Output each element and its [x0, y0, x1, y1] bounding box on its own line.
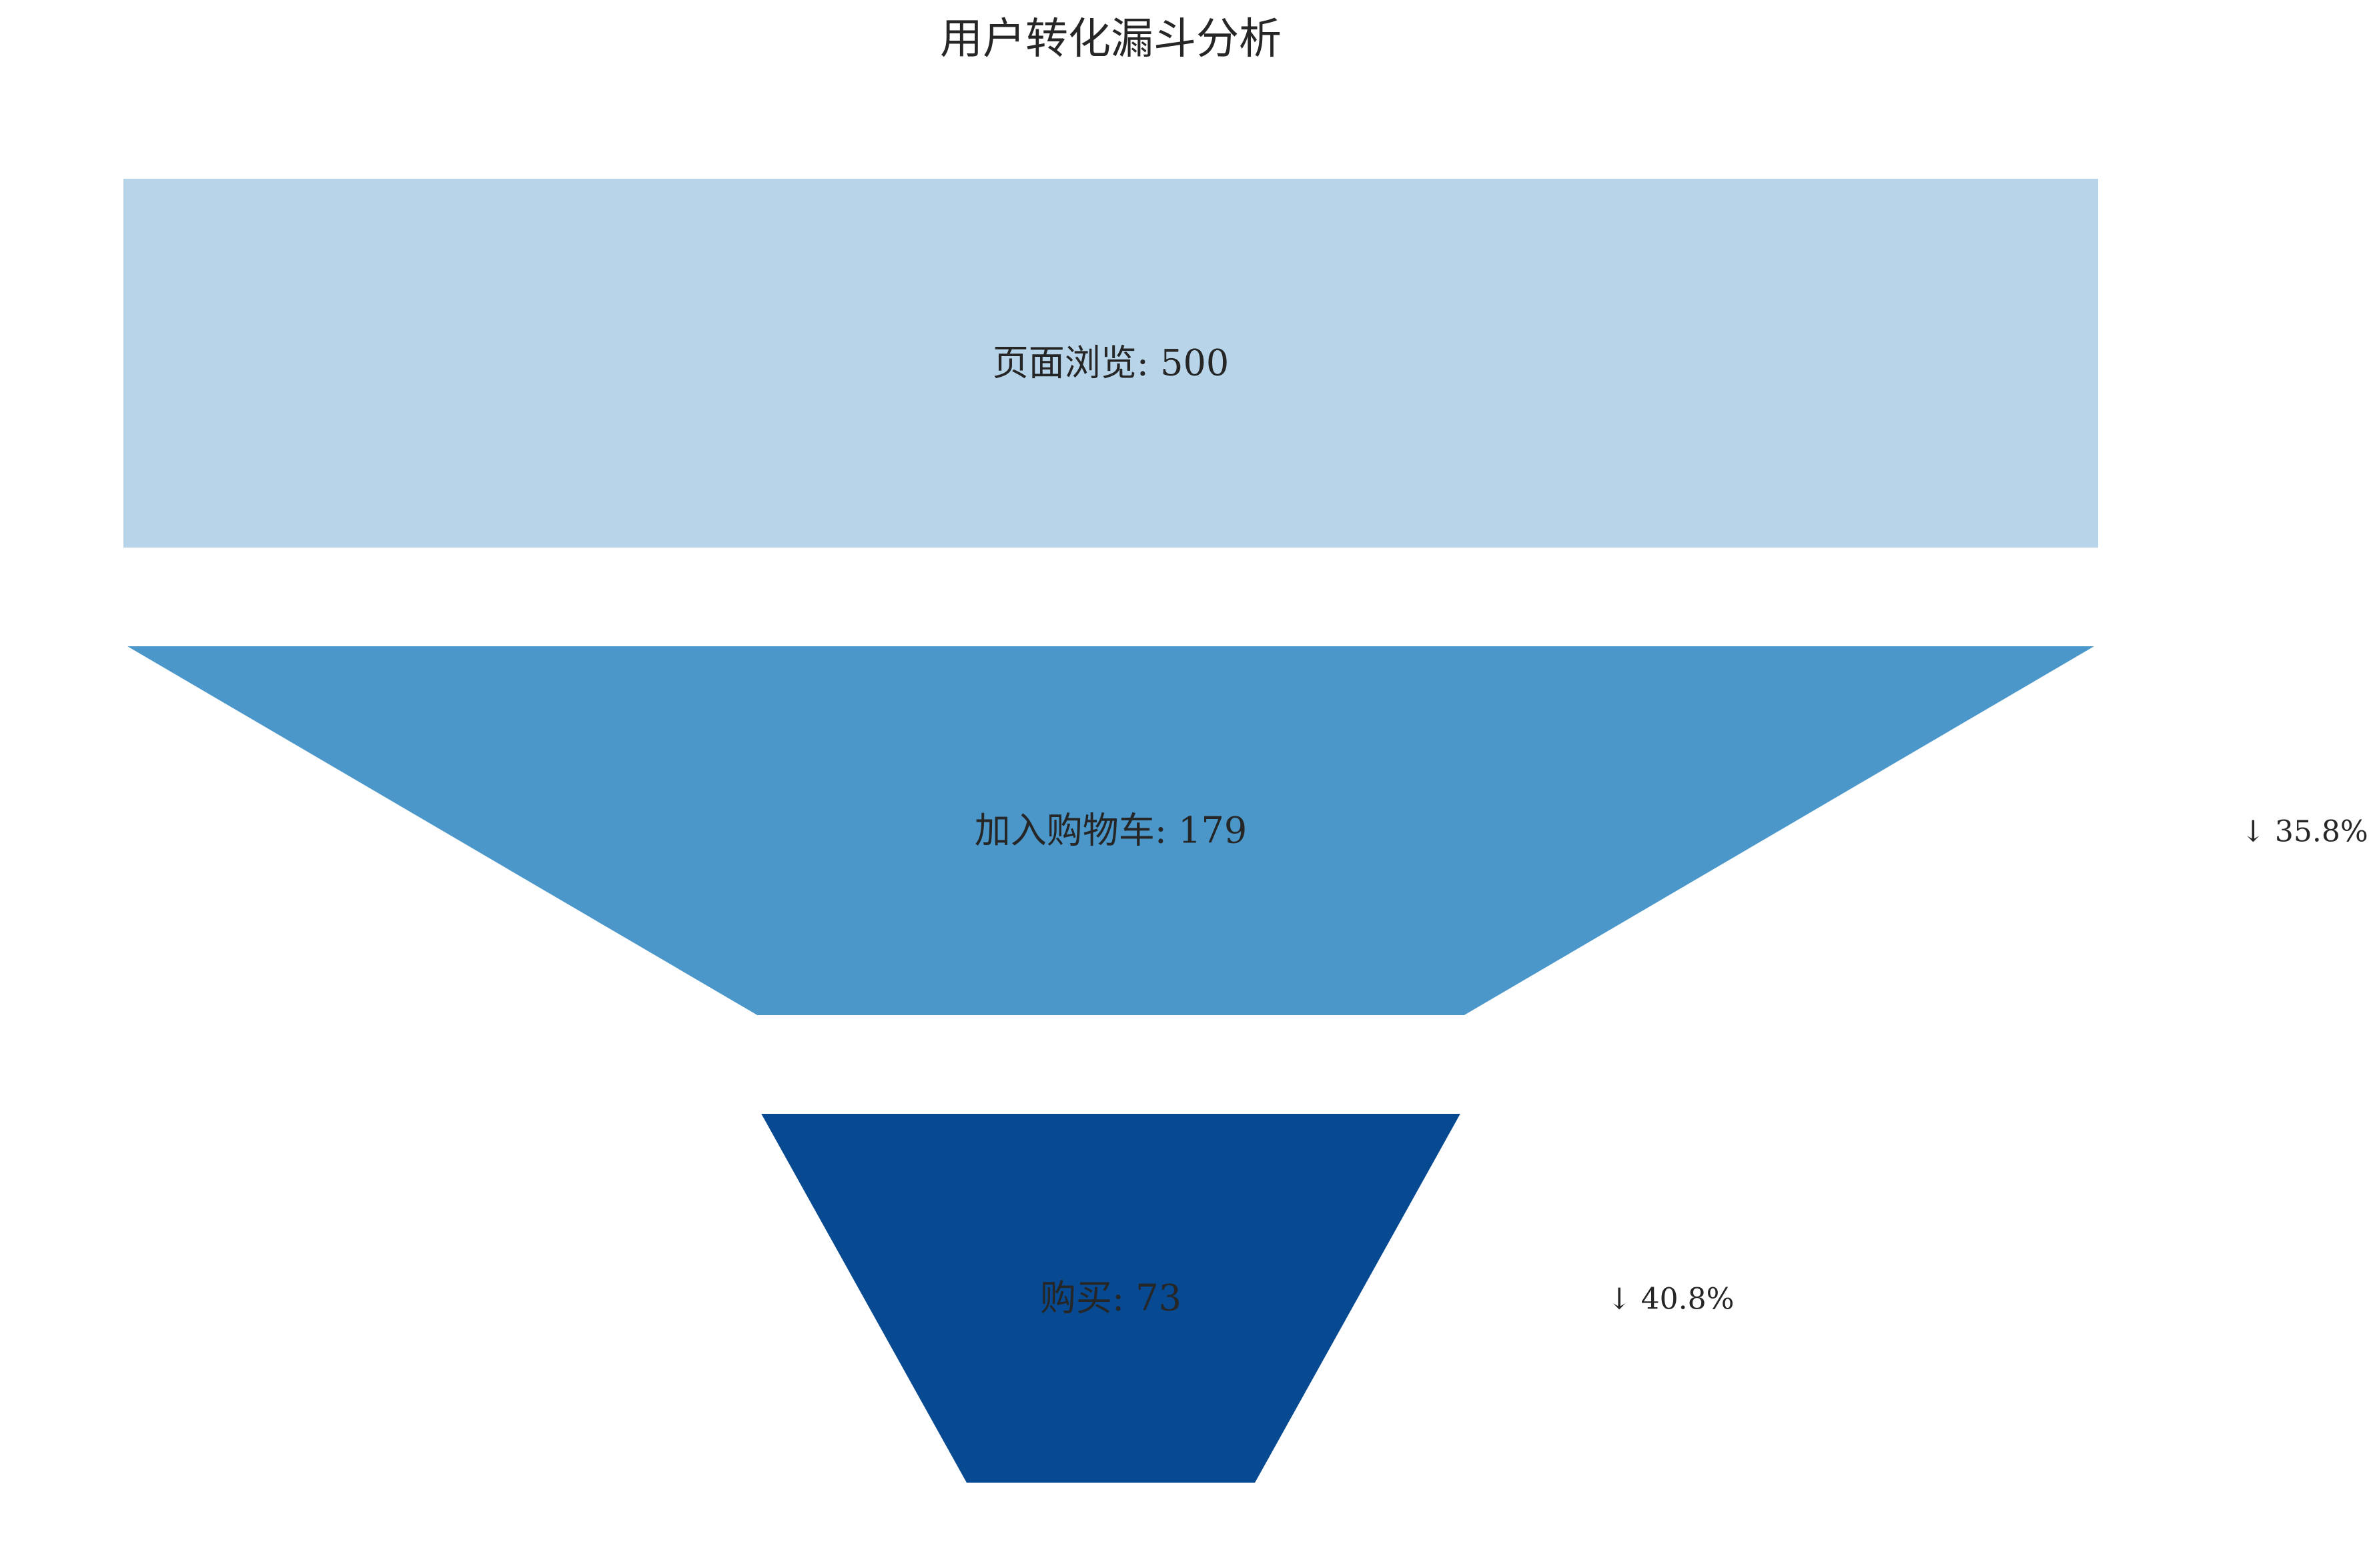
funnel-stage-1 [123, 179, 2098, 548]
funnel-stage-label-3: 购买: 73 [1040, 1277, 1181, 1319]
funnel-stage-label-2: 加入购物车: 179 [975, 810, 1247, 852]
funnel-stage-labels: 页面浏览: 500 加入购物车: 179 购买: 73 [975, 342, 1247, 1319]
funnel-stage-label-1: 页面浏览: 500 [993, 342, 1229, 384]
funnel-drop-label-2: ↓ 40.8% [1607, 1283, 1735, 1317]
funnel-drop-labels: ↓ 35.8% ↓ 40.8% [1607, 815, 2368, 1317]
funnel-stage-3 [761, 1114, 1460, 1483]
funnel-stages [123, 179, 2098, 1483]
funnel-stage-2 [127, 646, 2094, 1015]
chart-title: 用户转化漏斗分析 [940, 15, 1282, 64]
funnel-drop-label-1: ↓ 35.8% [2241, 815, 2368, 849]
